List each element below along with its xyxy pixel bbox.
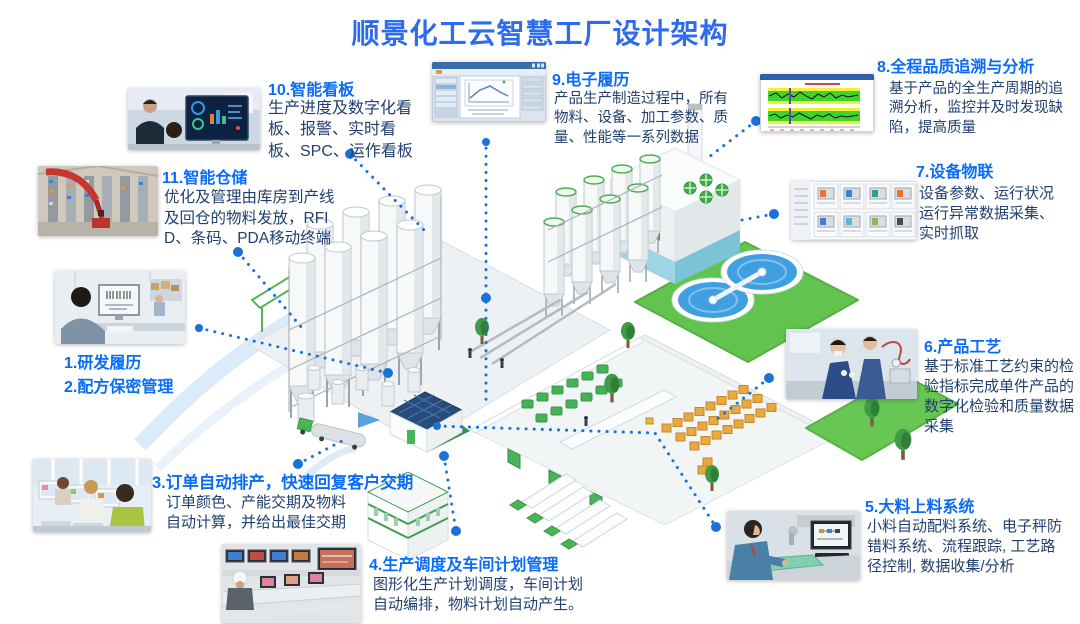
callout-1-heading: 1.研发履历: [64, 355, 142, 372]
callout-6-body: 基于标准工艺约束的检验指标完成单件产品的数字化检验和质量数据采集: [924, 358, 1075, 435]
callout-5-heading: 5.大料上料系统: [865, 499, 975, 516]
callout-9-body: 产品生产制造过程中，所有物料、设备、加工参数、质量、性能等一系列数据: [554, 91, 728, 146]
callout-10-body: 生产进度及数字化看板、报警、实时看板、SPC、运作看板: [268, 100, 413, 160]
spc-control-chart-screenshot: [760, 74, 874, 132]
callout-11-heading: 11.智能仓储: [162, 170, 248, 187]
callout-2-heading: 2.配方保密管理: [64, 379, 174, 396]
mes-software-window-screenshot: [432, 62, 546, 122]
callout-9-heading: 9.电子履历: [552, 72, 630, 89]
connector-dots: [195, 116, 779, 536]
callout-4-body: 图形化生产计划调度，车间计划自动编排，物料计划自动产生。: [373, 576, 584, 613]
callout-5-body: 小料自动配料系统、电子秤防错料系统、流程跟踪, 工艺路径控制, 数据收集/分析: [867, 518, 1063, 575]
office-building: [366, 471, 450, 561]
factory-workers: [468, 348, 588, 426]
automated-warehouse-photo: [38, 166, 158, 236]
callout-7-body: 设备参数、运行状况 运行异常数据采集、实时抓取: [919, 185, 1055, 242]
truck-fleet: [509, 473, 628, 550]
callout-3-body: 订单颜色、产能交期及物料自动计算，并给出最佳交期: [166, 494, 347, 531]
callout-6-heading: 6.产品工艺: [924, 339, 1002, 356]
callout-8-heading: 8.全程品质追溯与分析: [877, 59, 1035, 76]
filling-arrow-icon: [358, 412, 380, 428]
office-team-viewing-dashboard-photo: [128, 88, 260, 150]
callout-4-heading: 4.生产调度及车间计划管理: [369, 557, 559, 574]
forklift: [645, 417, 654, 425]
callout-8-body: 基于产品的全生产周期的追溯分析，监控并及时发现缺陷，提高质量: [889, 81, 1063, 136]
page-title: 顺景化工云智慧工厂设计架构: [351, 18, 729, 49]
callout-3-heading: 3.订单自动排产，快速回复客户交期: [152, 474, 414, 492]
tanker-truck: [296, 417, 366, 450]
engineer-at-workstation-photo: [55, 271, 185, 344]
central-control-room-photo: [222, 544, 361, 623]
callout-11-body: 优化及管理由库房到产线及回仓的物料发放，RFID、条码、PDA移动终端: [164, 189, 335, 248]
weighing-station-operator-photo: [727, 511, 860, 580]
order-planning-operators-photo: [33, 459, 151, 532]
warehouse-racks: [661, 385, 777, 480]
equipment-catalog-screenshot: [791, 181, 917, 240]
water-treatment-pools: [671, 249, 804, 323]
roof-fan-icons: [683, 173, 729, 204]
connector-lines: [197, 119, 776, 533]
callout-10-heading: 10.智能看板: [268, 82, 355, 99]
lab-technicians-photo: [786, 329, 917, 399]
callout-7-heading: 7.设备物联: [916, 164, 994, 181]
solar-panel-building: [388, 391, 464, 453]
process-equipment: [297, 365, 421, 423]
